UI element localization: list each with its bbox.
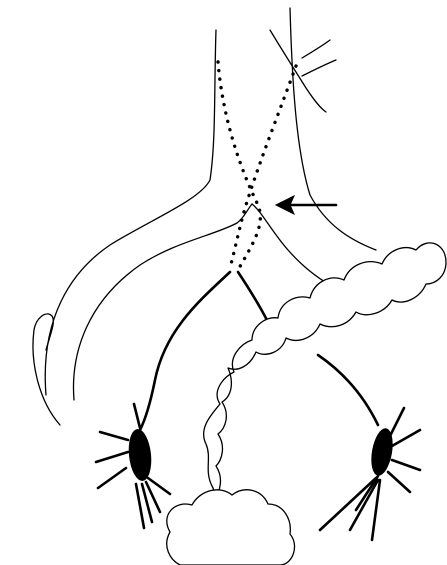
bowel-upper-segment <box>204 243 446 530</box>
right-node-ray-8 <box>320 478 376 530</box>
branch-left <box>140 272 230 430</box>
side-branch-line-3 <box>302 60 336 76</box>
dotted-crossing <box>218 62 296 270</box>
left-node-group <box>96 404 170 528</box>
vessel-left-wall <box>45 30 216 395</box>
left-node-ray-1 <box>100 432 128 440</box>
vessel-left-lip <box>33 314 60 425</box>
left-node-ray-4 <box>134 404 140 428</box>
right-node-ray-2 <box>392 430 420 446</box>
vessel-inner-left-wall <box>74 204 252 400</box>
branch-right-lower <box>318 355 378 425</box>
right-node-group <box>320 408 420 540</box>
dotted-path-left <box>218 62 260 270</box>
vessel-branch-fold <box>252 204 330 285</box>
arrow-pointer <box>276 196 336 214</box>
left-elongated-black-node <box>126 428 153 482</box>
branch-right-upper <box>238 272 270 326</box>
bowel-lower-segment <box>167 490 295 565</box>
side-branch <box>270 30 336 112</box>
dotted-path-right <box>230 66 296 268</box>
right-node-ray-3 <box>392 460 420 470</box>
side-branch-line-1 <box>270 30 326 112</box>
vessel-right-wall <box>290 8 376 250</box>
side-branch-line-2 <box>302 40 330 58</box>
vessel-outline <box>33 8 376 425</box>
left-node-ray-3 <box>98 468 126 488</box>
left-node-ray-2 <box>96 452 128 462</box>
right-node-ray-4 <box>388 472 410 492</box>
right-node-ray-1 <box>390 408 404 436</box>
